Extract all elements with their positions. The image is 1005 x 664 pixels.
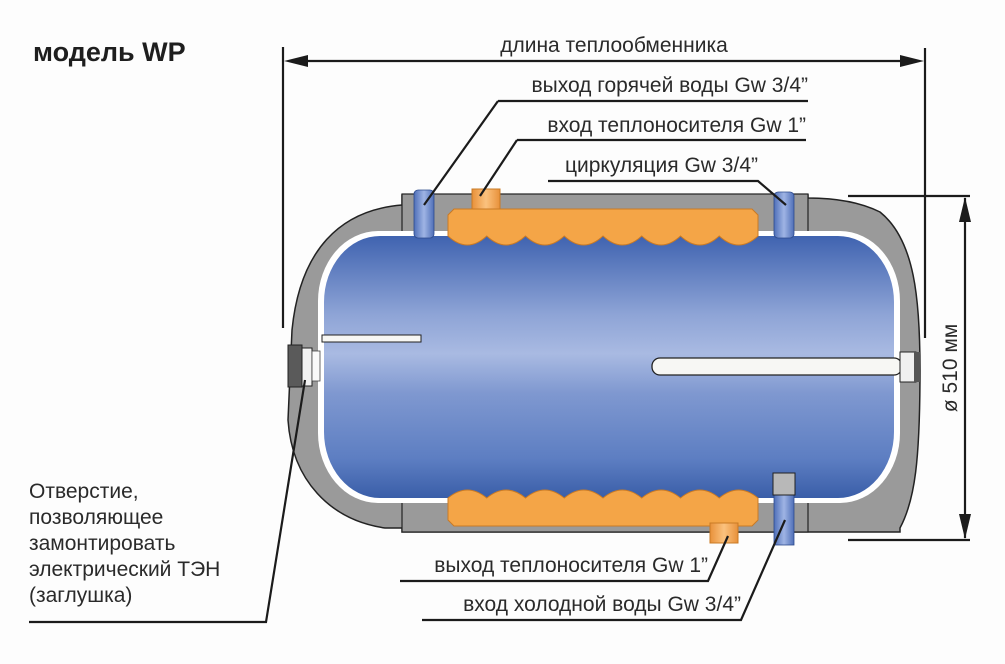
tank-body [324, 236, 894, 498]
heat-exchanger-top [447, 188, 759, 246]
arrow-down-icon [959, 514, 971, 539]
heat-carrier-in-leader [479, 139, 518, 197]
arrow-right-icon [900, 55, 924, 67]
heat-carrier-outlet-pipe [709, 522, 739, 544]
heat-carrier-out-label: выход теплоносителя Gw 1” [434, 554, 708, 577]
cold-water-in-leader [422, 519, 787, 622]
diameter-dimension: ø 510 мм [848, 194, 971, 542]
arrow-up-icon [959, 197, 971, 222]
cold-water-in-label: вход холодной воды Gw 3/4” [463, 593, 741, 616]
heater-hole-line: (заглушка) [29, 584, 132, 607]
callout-lines [29, 99, 808, 624]
heater-plug-outer [287, 344, 303, 388]
left-rod [321, 334, 422, 343]
heater-hole-label: Отверстие, позволяющее замонтировать эле… [29, 480, 220, 607]
heater-hole-line: Отверстие, [29, 480, 139, 503]
heater-plug-neck [311, 350, 321, 382]
heat-exchanger-bottom-body [447, 489, 759, 527]
arrow-left-icon [284, 55, 308, 67]
hot-water-outlet-pipe [413, 189, 435, 239]
heat-carrier-inlet-pipe [471, 188, 501, 210]
cold-water-inlet-cap [772, 472, 796, 496]
anode-cap-end [914, 352, 920, 382]
anode-cap [899, 351, 917, 383]
heat-carrier-out-leader [400, 535, 730, 583]
heater-plug-inner [301, 347, 313, 387]
heat-exchanger-top-body [447, 208, 759, 246]
model-title: модель WP [33, 37, 186, 67]
circulation-leader [548, 179, 787, 206]
tank [318, 231, 900, 503]
heater-hole-leader [29, 379, 307, 624]
heat-carrier-in-label: вход теплоносителя Gw 1” [547, 114, 806, 137]
anode-rod [651, 357, 903, 376]
hot-water-out-label: выход горячей воды Gw 3/4” [531, 74, 808, 97]
heater-hole-line: позволяющее [29, 506, 163, 529]
diameter-label: ø 510 мм [939, 324, 962, 412]
hot-water-out-leader [423, 100, 499, 206]
length-dimension: длина теплообменника [281, 34, 927, 338]
circulation-label: циркуляция Gw 3/4” [565, 154, 758, 177]
heater-hole-line: электрический ТЭН [29, 558, 220, 581]
length-label: длина теплообменника [500, 34, 728, 57]
heater-hole-line: замонтировать [29, 532, 175, 555]
circulation-pipe [773, 191, 795, 239]
heat-exchanger-bottom [447, 489, 759, 544]
